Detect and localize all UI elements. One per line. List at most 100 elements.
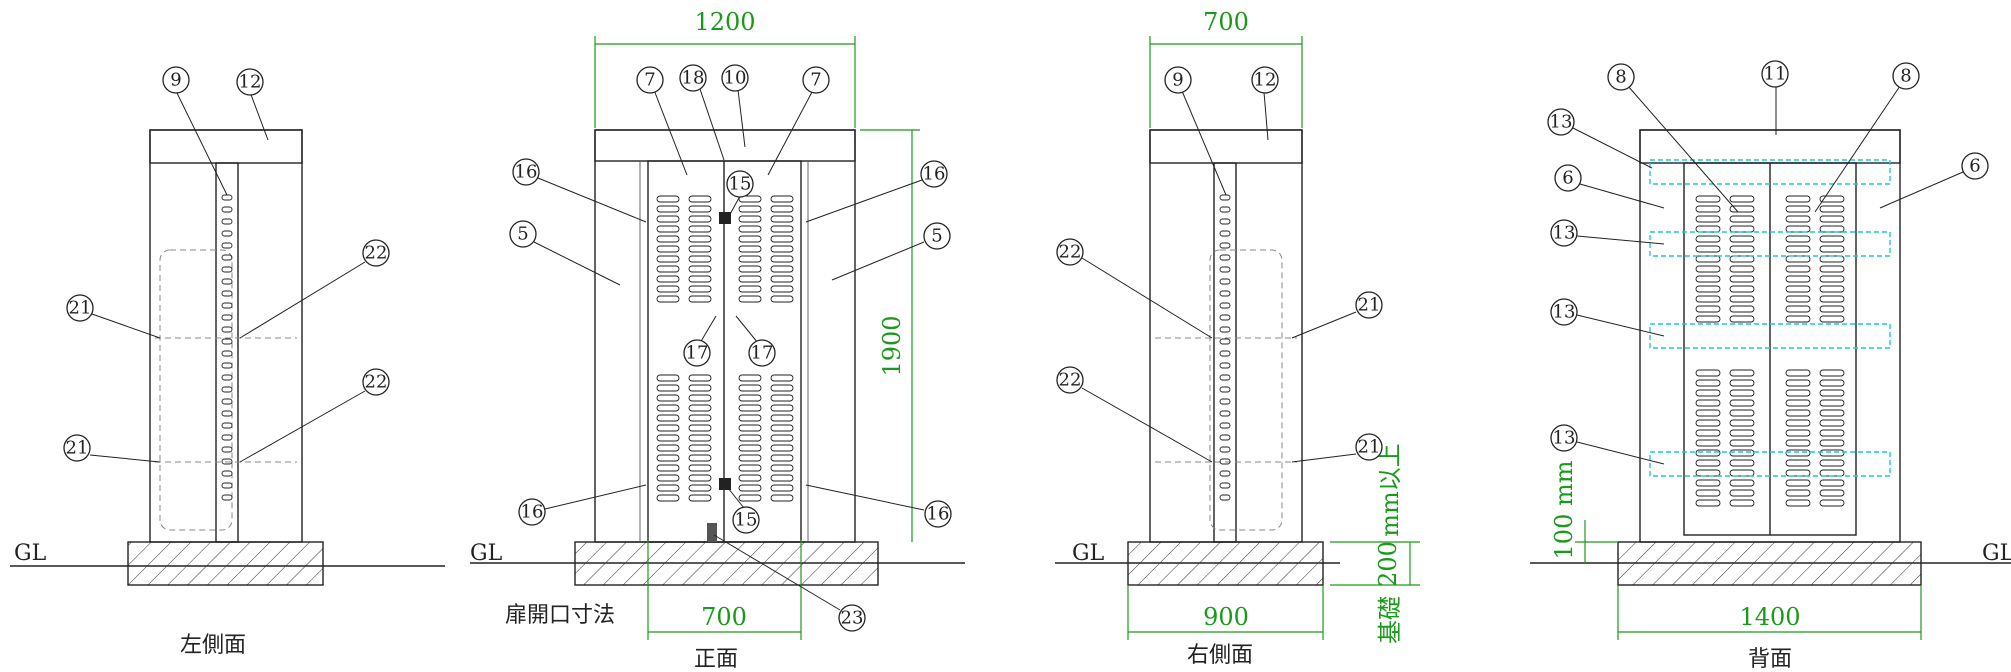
lock-upper [719, 212, 731, 224]
svg-text:21: 21 [1358, 295, 1381, 316]
perforation-slot [1219, 386, 1231, 393]
perforation-slot [221, 434, 233, 441]
perforation-slot [1729, 255, 1755, 263]
perforation-slot [738, 374, 762, 382]
svg-text:8: 8 [1615, 67, 1626, 88]
perforation-slot [688, 484, 712, 492]
perforation-slot [1729, 409, 1755, 417]
perforation-slot [770, 464, 794, 472]
back-view: GL 100 mm 1400 背面 [1530, 129, 2011, 672]
perforation-slot [688, 454, 712, 462]
perforation-slot [1785, 419, 1811, 427]
callout-bubble: 17 [683, 315, 717, 367]
perforation-slot [1785, 255, 1811, 263]
perforation-slot [656, 484, 680, 492]
perforation-slot [1729, 285, 1755, 293]
perforation-slot [1729, 429, 1755, 437]
perforation-slot [1219, 434, 1231, 441]
perforation-slot [656, 215, 680, 223]
perforation-slot [770, 414, 794, 422]
perforation-slot [656, 454, 680, 462]
perforation-slot [656, 265, 680, 273]
svg-text:15: 15 [735, 510, 758, 531]
perforation-slot [688, 285, 712, 293]
perforation-slot [738, 225, 762, 233]
callout-bubble: 22 [239, 368, 390, 463]
perforation-slot [1729, 449, 1755, 457]
svg-text:18: 18 [682, 68, 705, 89]
perforation-slot [738, 444, 762, 452]
perforation-slot [656, 384, 680, 392]
perforation-slot [1219, 326, 1231, 333]
perforation-slot [1785, 439, 1811, 447]
perforation-slot [1819, 409, 1845, 417]
svg-text:17: 17 [751, 343, 774, 364]
gl-label-back: GL [1982, 541, 2011, 566]
perforation-slot [1785, 265, 1811, 273]
callout-bubble: 21 [63, 434, 161, 463]
shelf-2 [1649, 231, 1891, 257]
svg-text:7: 7 [810, 70, 821, 91]
perforation-slot [1695, 285, 1721, 293]
perforation-slot [688, 384, 712, 392]
perforation-slot [221, 494, 233, 501]
perforation-slot [688, 374, 712, 382]
perforation-slot [1785, 429, 1811, 437]
perforation-slot [688, 205, 712, 213]
side-post-right [1213, 162, 1237, 543]
svg-text:13: 13 [1553, 428, 1576, 449]
perforation-slot [738, 404, 762, 412]
perforation-slot [221, 266, 233, 273]
perforation-slot [770, 205, 794, 213]
svg-text:21: 21 [1358, 437, 1381, 458]
perforation-slot [1819, 265, 1845, 273]
svg-text:13: 13 [1553, 223, 1576, 244]
callout-bubble: 9 [162, 66, 228, 196]
perforation-slot [738, 285, 762, 293]
perforation-slot [656, 255, 680, 263]
perforation-slot [688, 195, 712, 203]
perforation-slot [1695, 215, 1721, 223]
left-side-view: GL 左側面 [10, 129, 445, 658]
callout-bubble: 22 [1056, 238, 1213, 339]
perforation-slot [1729, 379, 1755, 387]
perforation-slot [221, 230, 233, 237]
perforation-slot [1729, 245, 1755, 253]
label-min-note: mm以上 [1376, 443, 1404, 537]
foundation-right [1127, 541, 1324, 586]
perforation-slot [770, 484, 794, 492]
dim-back-clearance: 100 mm [1550, 460, 1578, 559]
perforation-slot [1819, 225, 1845, 233]
perforation-slot [1219, 410, 1231, 417]
perforation-slot [221, 242, 233, 249]
callout-bubble: 22 [239, 239, 390, 339]
front-view: GL 1200 1900 700 扉開口寸法 正面 [470, 8, 965, 672]
perforation-slot [221, 482, 233, 489]
perforation-slot [1729, 305, 1755, 313]
perforation-slot [770, 225, 794, 233]
perforation-slot [1219, 278, 1231, 285]
perforation-slot [1819, 439, 1845, 447]
perforation-slot [656, 235, 680, 243]
perforation-slot [1785, 399, 1811, 407]
perforation-slot [738, 245, 762, 253]
perforation-slot [1819, 489, 1845, 497]
callout-bubble: 6 [1879, 152, 1989, 209]
perforation-slot [1729, 295, 1755, 303]
perforation-slot [1819, 429, 1845, 437]
callout-bubble: 16 [518, 484, 647, 526]
svg-text:11: 11 [1764, 64, 1787, 85]
perforation-slot [1819, 315, 1845, 323]
perforation-slot [738, 215, 762, 223]
perforation-slot [1695, 275, 1721, 283]
svg-text:10: 10 [724, 68, 747, 89]
callout-bubble: 13 [1547, 108, 1653, 169]
perforation-slot [770, 494, 794, 502]
perforation-slot [688, 265, 712, 273]
shelf-3 [1649, 323, 1891, 349]
svg-text:21: 21 [69, 298, 92, 319]
slots-left [221, 194, 233, 501]
door-perforations [656, 195, 794, 502]
callout-bubble: 6 [1554, 164, 1665, 209]
